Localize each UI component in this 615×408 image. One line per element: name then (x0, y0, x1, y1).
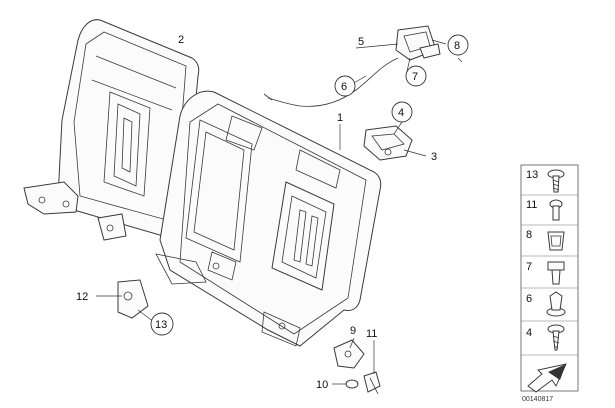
callout-3: 3 (431, 151, 437, 163)
legend-label: 6 (526, 293, 532, 305)
callout-labels: 1 2 3 5 10 11 9 12 6 7 8 4 13 (76, 34, 469, 391)
leader-lines (96, 39, 463, 385)
callout-7: 7 (412, 71, 418, 83)
callout-4: 4 (398, 107, 404, 119)
bolt-and-washer (345, 371, 381, 395)
callout-5: 5 (358, 36, 364, 48)
push-clip-icon (546, 291, 566, 317)
fastener-legend: 13 11 8 7 6 4 (520, 164, 579, 393)
bracket-13 (117, 279, 149, 319)
callout-11: 11 (366, 328, 377, 340)
bolt-icon (549, 199, 563, 221)
release-handle (395, 25, 441, 61)
bolt-icon (547, 261, 565, 285)
backrest-frame-right (155, 90, 382, 347)
legend-label: 7 (526, 261, 532, 273)
callout-10: 10 (316, 379, 328, 391)
callout-12: 12 (76, 291, 88, 303)
bracket-9 (333, 339, 365, 369)
release-cable (263, 57, 399, 107)
callout-1: 1 (337, 112, 343, 124)
callout-2: 2 (178, 34, 184, 46)
backrest-frame-left (23, 19, 200, 241)
clip-nut-icon (547, 231, 565, 251)
callout-8: 8 (454, 40, 460, 52)
screw-icon (547, 169, 565, 193)
legend-label: 11 (526, 199, 537, 211)
callout-9: 9 (350, 325, 356, 337)
legend-label: 13 (526, 169, 538, 181)
legend-label: 8 (526, 229, 532, 241)
callout-6: 6 (341, 81, 347, 93)
legend-label: 4 (526, 327, 532, 339)
direction-arrow-icon (527, 363, 567, 393)
callout-13: 13 (155, 319, 167, 331)
screw-icon (547, 324, 565, 351)
document-number: 00140817 (522, 396, 553, 403)
backrest-latch (363, 125, 413, 161)
